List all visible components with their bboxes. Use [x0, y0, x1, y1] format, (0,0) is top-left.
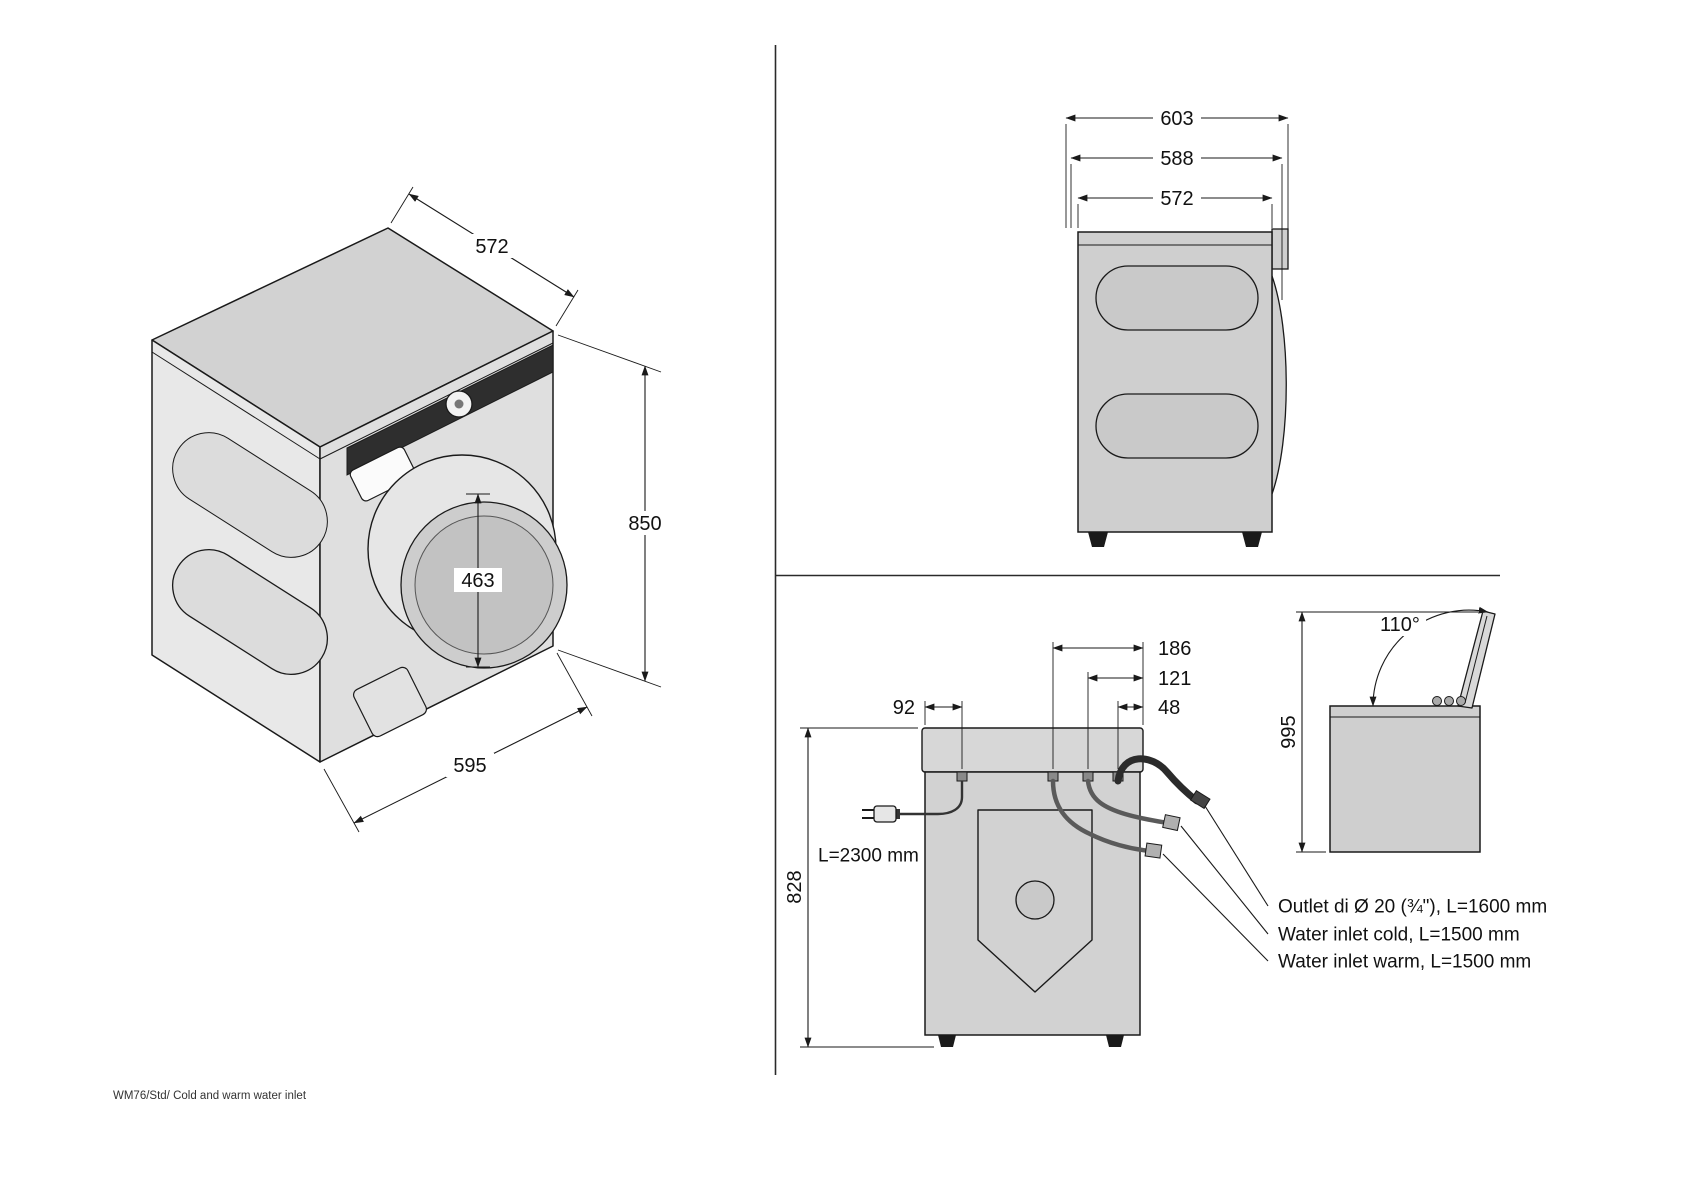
dim-label-hose-far: 186 — [1158, 638, 1191, 660]
dim-width: 595 — [323, 652, 593, 833]
dim-label-door: 463 — [461, 570, 494, 592]
foot-right — [1106, 1035, 1124, 1047]
dim-depth-mid: 588 — [1070, 146, 1283, 300]
detergent-cup — [1432, 696, 1442, 706]
dim-label-hose-mid: 121 — [1158, 668, 1191, 690]
panel-step — [1271, 228, 1289, 270]
program-knob-center — [454, 399, 464, 409]
cable-stub — [956, 771, 968, 782]
dim-label-cable-offset: 92 — [893, 697, 915, 719]
leader-outlet — [1204, 805, 1269, 907]
foot-right — [1242, 532, 1262, 547]
rear-panel-circle — [1015, 880, 1055, 920]
warm-inlet-nut — [1144, 842, 1163, 859]
top-lip-line-front — [319, 342, 554, 460]
leader-warm — [1162, 853, 1269, 962]
dim-height: 850 — [557, 334, 669, 688]
callout-outlet-label: Outlet di Ø 20 (¾"), L=1600 mm — [1278, 897, 1547, 918]
dim-label-width: 595 — [453, 755, 486, 777]
detergent-cup — [1444, 696, 1454, 706]
callout-cold-label: Water inlet cold, L=1500 mm — [1278, 925, 1520, 946]
top-lip-line-side — [151, 351, 321, 460]
dim-label-top-depth: 572 — [475, 236, 508, 258]
power-cable — [896, 781, 964, 816]
divider-lines — [774, 45, 1500, 1075]
machine-lid-body — [1329, 705, 1481, 853]
dim-cable-offset: 92 — [893, 697, 963, 769]
dim-top-depth: 572 — [390, 186, 579, 327]
side-oval-upper — [172, 432, 328, 558]
callout-warm-label: Water inlet warm, L=1500 mm — [1278, 952, 1531, 973]
plug-neck — [894, 809, 900, 819]
dim-opening-angle: 110° — [1369, 606, 1489, 707]
dim-label-hose-near: 48 — [1158, 697, 1180, 719]
side-oval-lower — [1095, 393, 1259, 459]
dim-open-height: 995 — [1278, 611, 1478, 853]
isometric-view: 572 850 463 595 — [151, 186, 669, 833]
dim-door-diameter: 463 — [454, 493, 502, 668]
cold-inlet-hose — [1085, 778, 1171, 826]
warm-inlet-hose — [1050, 778, 1153, 854]
dim-hose-near: 48 — [1117, 697, 1180, 769]
dim-label-depth-body: 572 — [1160, 188, 1193, 210]
outlet-connector — [1189, 789, 1211, 810]
rear-top-lid — [921, 727, 1144, 773]
door-bulge — [1271, 275, 1287, 495]
cold-inlet-nut — [1162, 814, 1181, 832]
dim-label-open-height: 995 — [1278, 715, 1300, 748]
side-oval-upper — [1095, 265, 1259, 331]
outlet-hose — [1114, 755, 1201, 805]
foot-left — [1088, 532, 1108, 547]
cable-length-label: L=2300 mm — [818, 846, 919, 867]
dim-hose-mid: 121 — [1087, 668, 1191, 769]
foot-left — [938, 1035, 956, 1047]
lid-open-view: 110° 995 — [1278, 606, 1496, 853]
footer-note: WM76/Std/ Cold and warm water inlet — [113, 1090, 307, 1102]
detergent-cup — [1456, 696, 1466, 706]
dim-hose-far: 186 — [1052, 638, 1191, 769]
rear-view: Outlet di Ø 20 (¾"), L=1600 mm Water inl… — [784, 638, 1547, 1048]
power-plug — [873, 805, 897, 823]
dim-rear-height: 828 — [784, 727, 934, 1048]
side-view: 603 588 572 — [1065, 106, 1289, 547]
dim-label-height: 850 — [628, 513, 661, 535]
leader-cold — [1180, 825, 1269, 935]
dim-depth-total: 603 — [1065, 106, 1289, 266]
dim-label-depth-total: 603 — [1160, 108, 1193, 130]
dim-depth-body: 572 — [1077, 186, 1273, 228]
dim-label-depth-mid: 588 — [1160, 148, 1193, 170]
side-oval-lower — [172, 549, 328, 675]
dim-label-angle: 110° — [1380, 614, 1420, 636]
dim-label-rear-height: 828 — [784, 870, 806, 903]
